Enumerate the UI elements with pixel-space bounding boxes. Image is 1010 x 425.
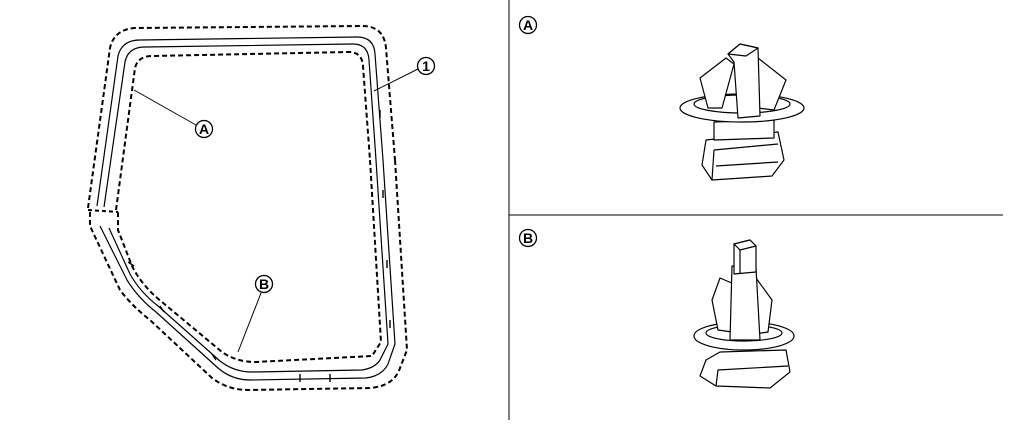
upper-outer-dashed (87, 24, 396, 209)
clip-a-head-top (727, 43, 759, 57)
lower-strip-line-1 (99, 159, 396, 381)
clip-a-head-left (699, 57, 735, 109)
panel-label-a-text: A (523, 17, 533, 33)
clip-a-collar-stem (713, 119, 775, 141)
leader-line-part-1 (373, 68, 419, 92)
clip-tick (159, 305, 165, 313)
clip-b-body-center (729, 265, 761, 341)
weatherstrip-joint (87, 209, 119, 213)
clip-a-illustration (679, 43, 805, 181)
callout-clip-a: A (194, 119, 214, 139)
panel-clip-b: B (518, 228, 795, 389)
leader-line-clip-a (133, 89, 197, 126)
upper-strip-line-2 (103, 43, 377, 208)
clip-b-post-top (733, 239, 757, 251)
clip-ticks (127, 110, 391, 382)
door-weatherstrip (87, 24, 409, 392)
upper-inner-dashed (115, 50, 371, 211)
callout-clip-b: B (254, 274, 274, 294)
lower-strip-line-2 (108, 159, 389, 373)
callout-circle (518, 15, 538, 35)
lower-outer-dashed (89, 159, 409, 392)
callout-label-part-1: 1 (422, 58, 430, 74)
callout-circle (254, 274, 274, 294)
panel-clip-a: A (518, 15, 805, 181)
clip-a-foot-edge (711, 143, 779, 181)
upper-strip-line-1 (96, 36, 384, 207)
panel-dividers (508, 0, 1003, 420)
callout-label-clip-b: B (259, 276, 269, 292)
clip-tick (211, 353, 217, 361)
clip-b-base-edge (715, 365, 789, 387)
callout-circle (518, 228, 538, 248)
callout-label-clip-a: A (199, 121, 209, 137)
clip-tick (127, 261, 135, 267)
clip-a-foot (701, 131, 785, 181)
leader-line-clip-b (237, 292, 262, 353)
callout-circle (194, 119, 214, 139)
lower-inner-dashed (117, 159, 383, 364)
callout-part-1: 1 (416, 56, 436, 76)
panel-label-b-text: B (523, 230, 533, 246)
panel-label-b: B (518, 228, 538, 248)
callout-circle (416, 56, 436, 76)
panel-label-a: A (518, 15, 538, 35)
weatherstrip-upper-section (87, 24, 396, 211)
clip-b-illustration (693, 239, 795, 389)
weatherstrip-lower-section (89, 159, 409, 392)
door-callouts: 1 A B (133, 56, 436, 353)
